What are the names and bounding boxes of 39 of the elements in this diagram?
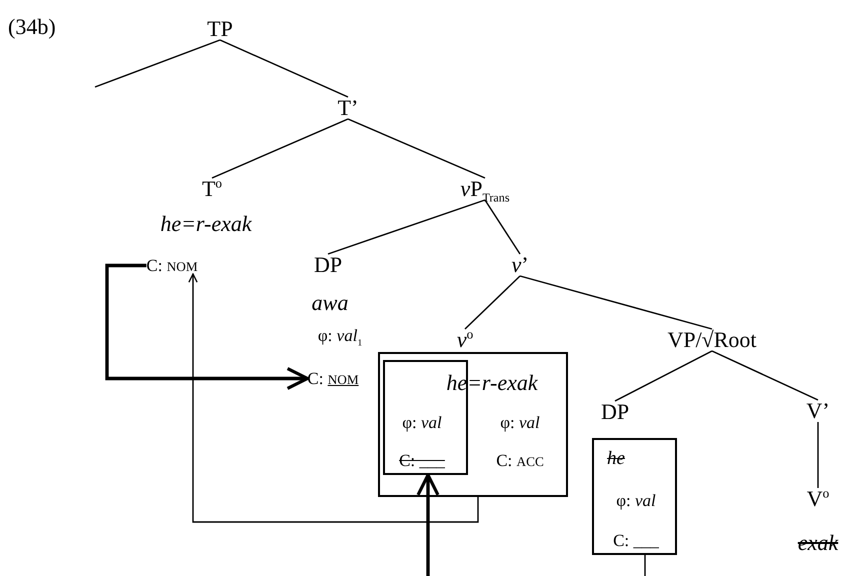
word-form: he [607, 449, 625, 468]
feature-text: C: ___ [613, 532, 659, 549]
word-form: awa [312, 292, 348, 314]
example-number: (34b) [8, 16, 56, 38]
node-label: DP [314, 254, 342, 276]
word-form: exak [798, 532, 838, 554]
node-label: vP$_{Trans}$ [460, 178, 510, 200]
node-label: VP/√Root [667, 329, 757, 351]
tree-branch [348, 118, 486, 179]
tree-branch [520, 275, 712, 330]
feature-text: C: ACC [496, 452, 544, 469]
node-label: V’ [806, 400, 830, 422]
tree-branch [220, 39, 348, 98]
tree-branch [712, 350, 818, 401]
node-label: V$^{o}$ [806, 488, 830, 510]
tree-branch [94, 39, 220, 88]
word-form: he=r-exak [160, 213, 252, 235]
node-label: T’ [338, 97, 358, 119]
node-label: T$^{o}$ [202, 178, 222, 200]
tree-branch [464, 276, 520, 330]
tree-branch [328, 199, 486, 255]
tree-branch [614, 350, 712, 402]
tree-branch [484, 200, 521, 254]
node-label: TP [207, 18, 233, 40]
node-label: v’ [511, 254, 529, 276]
feature-text: φ: val [402, 414, 442, 431]
tree-branch [817, 422, 819, 488]
node-label: DP [600, 401, 630, 423]
feature-text: φ: val$_{1}$ [318, 327, 362, 344]
arrow [416, 473, 440, 576]
arrow [188, 273, 479, 523]
arrow [105, 264, 309, 390]
node-label: v$^{o}$ [456, 329, 474, 351]
tree-branch [644, 555, 646, 576]
feature-text: C: NOM [146, 257, 198, 274]
feature-text: C: ___ [399, 452, 445, 469]
feature-text: φ: val [616, 492, 656, 509]
feature-text: φ: val [500, 414, 540, 431]
tree-branch [212, 118, 348, 179]
